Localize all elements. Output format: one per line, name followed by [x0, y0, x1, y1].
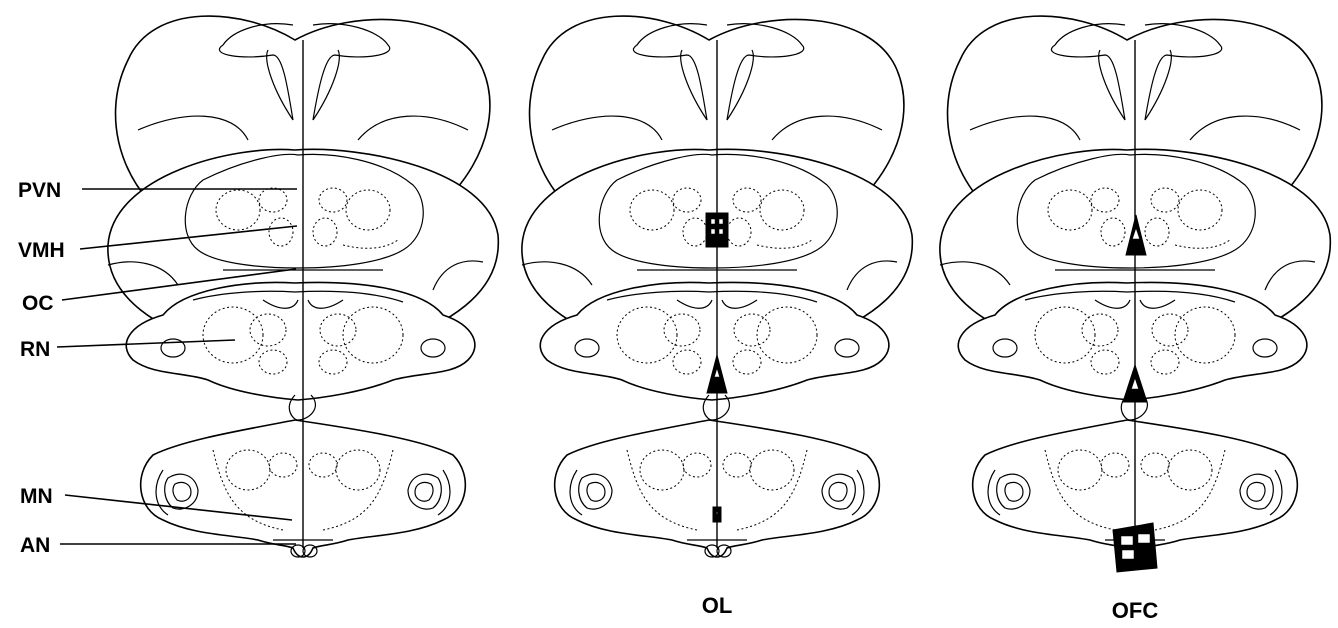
lesion-mark-pvn-vmh [706, 213, 728, 247]
label-an: AN [20, 534, 50, 557]
label-vmh: VMH [18, 239, 65, 262]
label-mn: MN [20, 485, 53, 508]
panel-ol [522, 16, 912, 557]
label-oc: OC [22, 292, 54, 315]
lesion-mark-an [713, 507, 721, 522]
label-pvn: PVN [18, 179, 61, 202]
lesion-mark-an [1113, 523, 1157, 572]
label-rn: RN [20, 338, 50, 361]
panel-ofc [940, 16, 1330, 572]
caption-ofc: OFC [1112, 598, 1159, 623]
caption-ol: OL [702, 593, 733, 618]
